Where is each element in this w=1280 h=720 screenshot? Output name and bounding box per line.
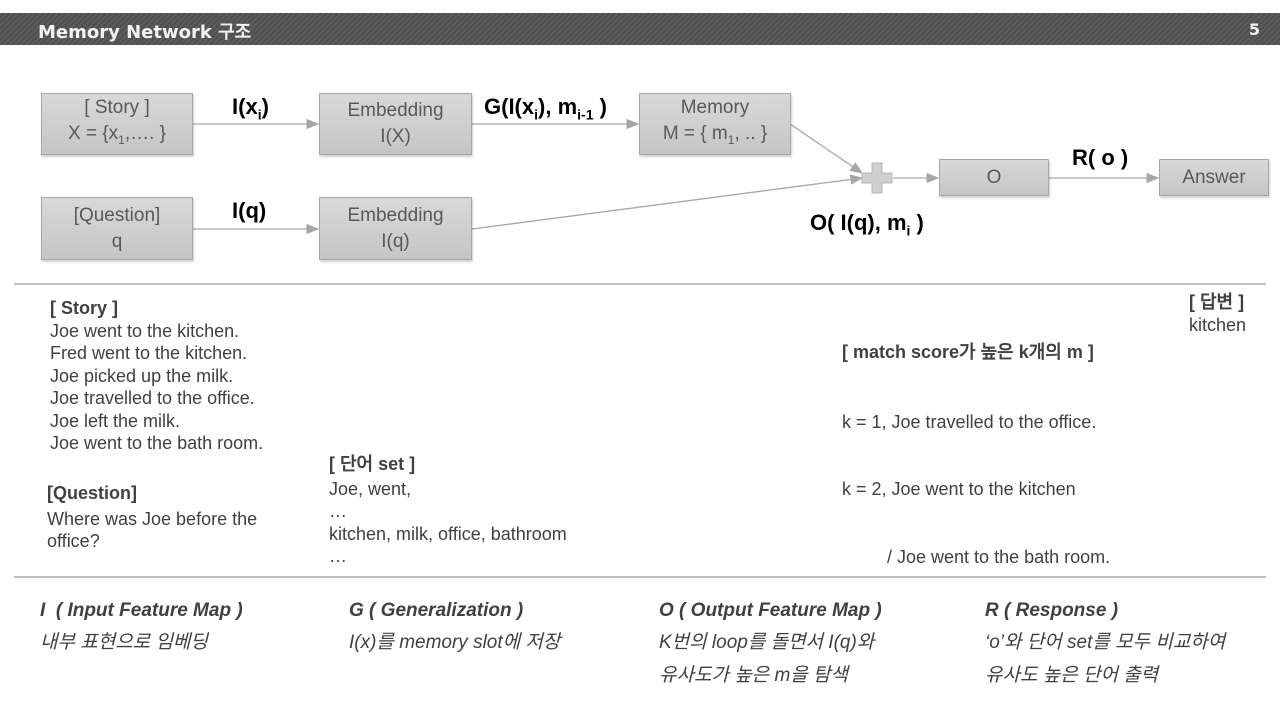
match-section: [ match score가 높은 k개의 m ] k = 1, Joe tra… — [842, 296, 1110, 591]
story-box: [ Story ] X = {x1,…. } — [41, 93, 193, 155]
memory-box-title: Memory — [680, 97, 750, 119]
component-title: O ( Output Feature Map ) — [659, 600, 882, 621]
answer-box-label: Answer — [1182, 166, 1246, 188]
o-box: O — [939, 159, 1049, 196]
answer-section: [ 답변 ] kitchen — [1189, 291, 1246, 336]
word-set-line: kitchen, milk, office, bathroom — [329, 523, 567, 544]
edge-label-iq: I(q) — [232, 198, 267, 223]
divider-top — [14, 283, 1266, 285]
question-heading: [Question] — [47, 483, 137, 503]
divider-bottom — [14, 576, 1266, 578]
component-response: R ( Response ) ‘o’와 단어 set를 모두 비교하여 유사도 … — [985, 600, 1225, 692]
question-box-var: q — [111, 230, 123, 252]
component-title: I ( Input Feature Map ) — [40, 600, 243, 621]
word-set-line: … — [329, 546, 347, 566]
story-box-formula: X = {x1,…. } — [67, 123, 167, 147]
arrow-memory-to-plus — [789, 123, 864, 174]
answer-value: kitchen — [1189, 314, 1247, 335]
component-desc: 유사도 높은 단어 출력 — [985, 665, 1159, 686]
story-box-title: [ Story ] — [84, 97, 150, 119]
embedding-q-box: Embedding I(q) — [319, 197, 472, 260]
match-heading: [ match score가 높은 k개의 m ] — [842, 342, 1094, 362]
embedding-q-title: Embedding — [347, 204, 444, 226]
question-line: Where was Joe before the — [47, 508, 258, 529]
question-box-title: [Question] — [73, 204, 161, 226]
edge-label-ix: I(xi) — [232, 94, 269, 123]
answer-heading: [ 답변 ] — [1189, 292, 1245, 312]
component-input-feature-map: I ( Input Feature Map ) 내부 표현으로 임베딩 — [40, 600, 243, 659]
question-box: [Question] q — [41, 197, 193, 260]
component-generalization: G ( Generalization ) I(x)를 memory slot에 … — [349, 600, 560, 659]
memory-box: Memory M = { m1, .. } — [639, 93, 791, 155]
edge-label-r: R( o ) — [1072, 145, 1129, 170]
match-line: k = 1, Joe travelled to the office. — [842, 411, 1097, 432]
o-box-label: O — [986, 166, 1002, 188]
component-desc: I(x)를 memory slot에 저장 — [349, 632, 561, 653]
story-line: Joe went to the bath room. — [50, 433, 264, 453]
embedding-q-formula: I(q) — [381, 230, 410, 252]
match-line: / Joe went to the bath room. — [842, 546, 1111, 567]
diagram-arrows — [193, 118, 1160, 235]
component-desc: K번의 loop를 돌면서 I(q)와 — [659, 632, 875, 653]
match-line: k = 2, Joe went to the kitchen — [842, 479, 1076, 499]
story-section: [ Story ] Joe went to the kitchen. Fred … — [50, 297, 263, 455]
page-number: 5 — [1248, 20, 1260, 39]
word-set-section: [ 단어 set ] Joe, went, … kitchen, milk, o… — [329, 453, 567, 568]
component-desc: 유사도가 높은 m을 탐색 — [659, 665, 848, 686]
story-heading: [ Story ] — [50, 298, 119, 318]
embedding-x-box: Embedding I(X) — [319, 93, 472, 155]
plus-icon — [861, 162, 893, 194]
component-desc: ‘o’와 단어 set를 모두 비교하여 — [985, 632, 1226, 653]
word-set-line: Joe, went, — [329, 478, 412, 499]
word-set-heading: [ 단어 set ] — [329, 454, 416, 474]
slide-title-bar: Memory Network 구조 5 — [0, 13, 1280, 45]
question-line: office? — [47, 531, 100, 551]
edge-label-o: O( I(q), mi ) — [810, 210, 924, 239]
question-section: [Question] Where was Joe before the offi… — [47, 482, 257, 553]
component-output-feature-map: O ( Output Feature Map ) K번의 loop를 돌면서 I… — [659, 600, 882, 692]
component-title: R ( Response ) — [985, 600, 1119, 621]
story-line: Joe left the milk. — [50, 410, 181, 431]
story-line: Fred went to the kitchen. — [50, 343, 248, 363]
arrow-embedding-q-to-plus — [471, 174, 864, 230]
answer-box: Answer — [1159, 159, 1269, 196]
edge-label-g: G(I(xi), mi-1 ) — [484, 94, 607, 123]
component-desc: 내부 표현으로 임베딩 — [40, 632, 208, 653]
word-set-line: … — [329, 501, 347, 521]
story-line: Joe went to the kitchen. — [50, 320, 240, 341]
embedding-x-title: Embedding — [347, 100, 444, 121]
slide-title: Memory Network 구조 — [38, 22, 252, 43]
story-line: Joe travelled to the office. — [50, 388, 255, 408]
story-line: Joe picked up the milk. — [50, 365, 234, 386]
memory-box-formula: M = { m1, .. } — [662, 123, 768, 147]
embedding-x-formula: I(X) — [380, 126, 411, 147]
component-title: G ( Generalization ) — [349, 600, 524, 621]
